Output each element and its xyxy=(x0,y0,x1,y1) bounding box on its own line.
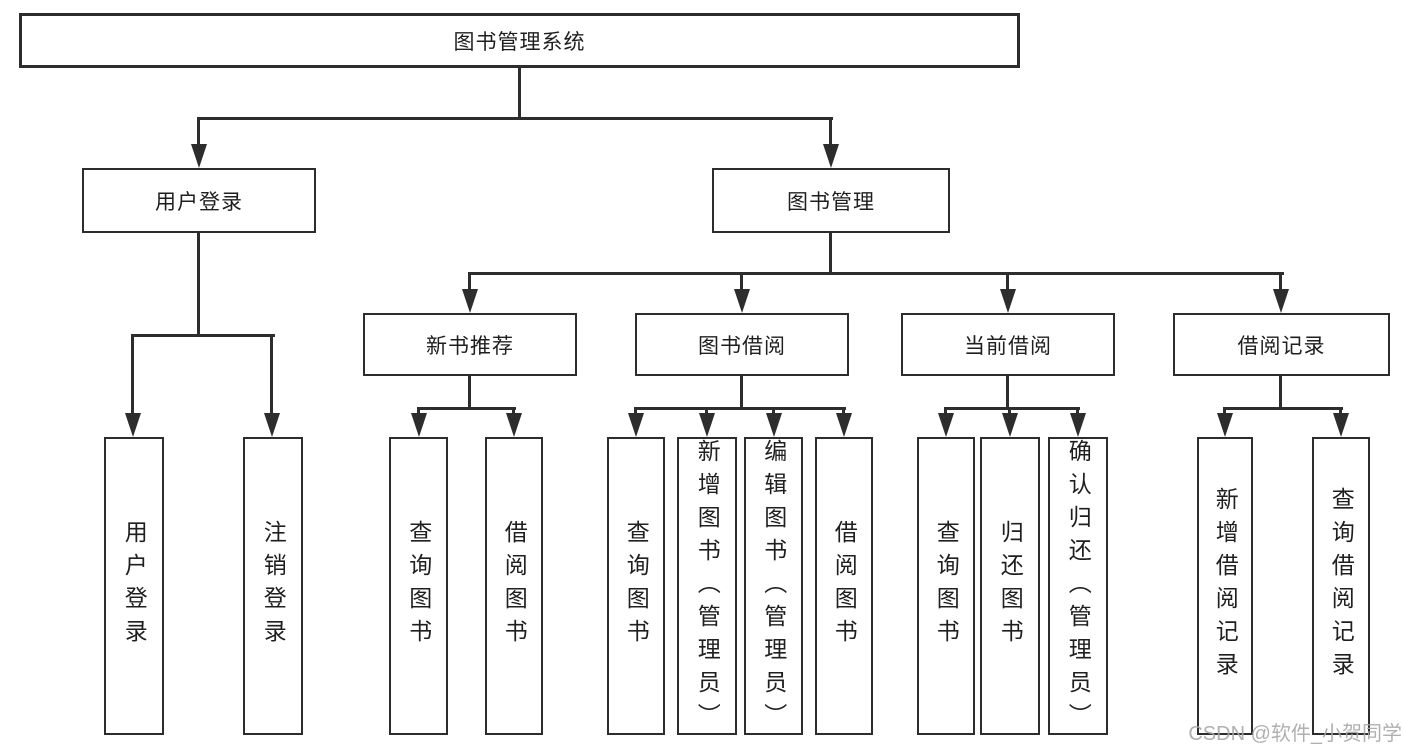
connector-line xyxy=(512,407,515,417)
node-root: 图书管理系统 xyxy=(19,13,1020,68)
connector-line xyxy=(1076,407,1079,417)
connector-line xyxy=(1223,407,1226,417)
connector-line xyxy=(705,407,708,417)
node-new-book-recommend: 新书推荐 xyxy=(363,313,577,376)
connector-line xyxy=(772,407,775,417)
connector-line xyxy=(131,334,134,416)
connector-line xyxy=(829,233,832,275)
leaf-query-borrow-record: 查询借阅记录 xyxy=(1312,437,1370,735)
connector-line xyxy=(131,334,275,337)
watermark: CSDN @软件_小贺同学 xyxy=(1188,723,1402,745)
node-book-management: 图书管理 xyxy=(712,168,950,233)
connector-line xyxy=(417,407,420,417)
connector-line xyxy=(842,407,845,417)
connector-line xyxy=(197,117,200,147)
connector-line xyxy=(197,233,200,337)
connector-line xyxy=(270,334,273,416)
connector-line xyxy=(1339,407,1342,417)
leaf-edit-books-admin: 编辑图书（管理员） xyxy=(744,437,803,736)
node-current-borrow: 当前借阅 xyxy=(901,313,1115,376)
leaf-user-login: 用户登录 xyxy=(104,437,164,735)
arrow-down-icon xyxy=(836,413,852,437)
node-borrow-records: 借阅记录 xyxy=(1173,313,1390,376)
arrow-down-icon xyxy=(1333,413,1349,437)
leaf-recommend-query-books: 查询图书 xyxy=(389,437,448,735)
leaf-recommend-borrow-books: 借阅图书 xyxy=(485,437,543,735)
arrow-down-icon xyxy=(462,289,478,313)
arrow-down-icon xyxy=(734,289,750,313)
connector-line xyxy=(740,376,743,410)
arrow-down-icon xyxy=(628,413,644,437)
connector-line xyxy=(1279,376,1282,410)
leaf-confirm-return-admin: 确认归还（管理员） xyxy=(1048,437,1108,736)
leaf-add-books-admin: 新增图书（管理员） xyxy=(677,437,737,736)
node-user-login: 用户登录 xyxy=(82,168,316,233)
arrow-down-icon xyxy=(1000,289,1016,313)
arrow-down-icon xyxy=(1002,413,1018,437)
connector-line xyxy=(1279,272,1282,292)
connector-line xyxy=(468,272,1284,275)
connector-line xyxy=(468,376,471,410)
connector-line xyxy=(634,407,637,417)
connector-line xyxy=(468,272,471,292)
connector-line xyxy=(1006,376,1009,410)
arrow-down-icon xyxy=(938,413,954,437)
arrow-down-icon xyxy=(191,144,207,168)
connector-line xyxy=(740,272,743,292)
arrow-down-icon xyxy=(1217,413,1233,437)
arrow-down-icon xyxy=(411,413,427,437)
node-book-borrow: 图书借阅 xyxy=(635,313,849,376)
arrow-down-icon xyxy=(823,144,839,168)
connector-line xyxy=(197,117,833,120)
arrow-down-icon xyxy=(1273,289,1289,313)
connector-line xyxy=(944,407,947,417)
leaf-borrow-query-books: 查询图书 xyxy=(607,437,665,735)
leaf-borrow-books: 借阅图书 xyxy=(815,437,873,735)
connector-line xyxy=(417,407,516,410)
arrow-down-icon xyxy=(699,413,715,437)
connector-line xyxy=(1006,272,1009,292)
connector-line xyxy=(1008,407,1011,417)
leaf-logout: 注销登录 xyxy=(243,437,303,735)
connector-line xyxy=(518,66,521,119)
arrow-down-icon xyxy=(766,413,782,437)
arrow-down-icon xyxy=(125,413,141,437)
arrow-down-icon xyxy=(264,413,280,437)
arrow-down-icon xyxy=(506,413,522,437)
leaf-current-query-books: 查询图书 xyxy=(917,437,975,735)
arrow-down-icon xyxy=(1070,413,1086,437)
connector-line xyxy=(634,407,846,410)
connector-line xyxy=(1223,407,1343,410)
connector-line xyxy=(829,117,832,147)
leaf-add-borrow-record: 新增借阅记录 xyxy=(1197,437,1253,735)
leaf-return-books: 归还图书 xyxy=(980,437,1040,735)
connector-line xyxy=(944,407,1080,410)
